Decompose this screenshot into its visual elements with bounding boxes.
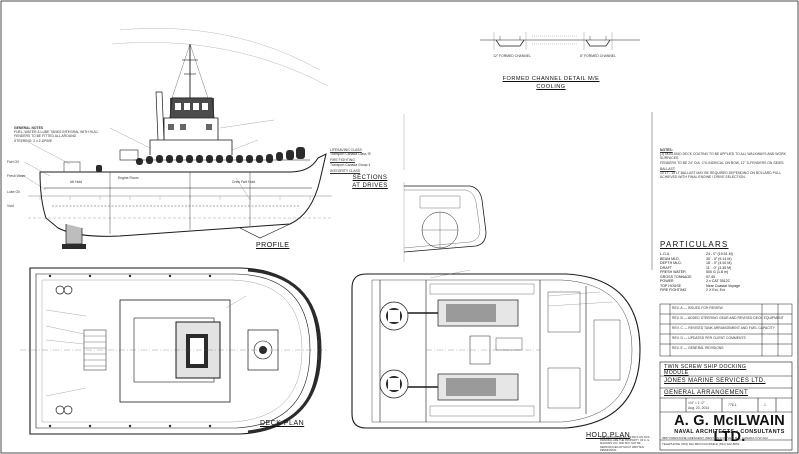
particulars-title: PARTICULARS	[660, 240, 729, 249]
profile-view	[23, 28, 332, 249]
particulars-value: 500 G (1.8 m)	[706, 270, 729, 274]
tank-label-lube: Lube Oil	[7, 190, 20, 194]
particulars-key: GROSS TONNAGE	[660, 274, 692, 279]
revision-row: REV. E — GENERAL REVISIONS	[672, 346, 724, 350]
profile-title: PROFILE	[256, 242, 290, 249]
classification-notes: LIFESAVING CLASS Transport Canada Class …	[330, 148, 371, 173]
deck-plan-view	[20, 267, 328, 435]
profile-note-line: FENDERS TO BE FITTED ALL AROUND	[14, 134, 77, 139]
notes-line: (1) NON-SKID DECK COATING TO BE APPLIED …	[660, 152, 786, 161]
class-line: Transport Canada Class 'B'	[330, 152, 372, 157]
revision-row: REV. C — REVISED TANK ARRANGEMENT AND FU…	[672, 326, 775, 330]
channel-right-label: 8" FORMED CHANNEL	[580, 54, 616, 58]
particulars-value: 30' - 0" (9.14 M)	[706, 256, 732, 261]
deck-plan-title: DECK PLAN	[260, 420, 305, 427]
notes-block: NOTES: (1) NON-SKID DECK COATING TO BE A…	[660, 148, 794, 179]
particulars-key: TOP HOUSE	[660, 283, 682, 288]
particulars-value: Near Coastal Voyage	[706, 283, 740, 288]
particulars-value: 2 X Ext. Ext	[706, 288, 725, 292]
drawing-scale: 1/4" = 1'-0"	[688, 401, 705, 405]
drawing-date: Aug. 20, 2014	[688, 406, 710, 410]
client-name: JONES MARINE SERVICES LTD.	[664, 378, 766, 384]
hold-plan-title: HOLD PLAN	[586, 432, 631, 439]
formed-channel-detail	[480, 32, 640, 50]
firm-contact: TELEPHONE (604) 922-8603 FACSIMILE (604)…	[662, 442, 740, 446]
project-title: TWIN SCREW SHIP DOCKING MODULE	[664, 364, 747, 376]
sections-at-drives	[403, 114, 487, 262]
revision-table	[659, 303, 793, 357]
notes-line: ACHIEVED WITH FINAL ENGINE / DRIVE SELEC…	[660, 175, 746, 180]
revision-row: REV. A — ISSUED FOR REVIEW	[672, 306, 723, 310]
hold-label-crew-fwd: Crew Fwd Hold	[232, 180, 256, 184]
tank-label-fuel: Fuel Oil	[7, 160, 19, 164]
drawing-number: 776-1	[728, 403, 737, 407]
sheet-number: 1	[764, 403, 766, 407]
particulars-value: 97.45	[706, 274, 715, 279]
particulars-key: DEPTH MLD.	[660, 261, 682, 265]
notes-line: 10 LT - 15 LT BALLAST MAY BE REQUIRED DE…	[660, 171, 782, 176]
hold-label-aft: Aft Hold	[70, 180, 83, 184]
particulars-value: 11' - 0" (3.35 M)	[706, 265, 732, 270]
formed-channel-title: FORMED CHANNEL DETAIL M/E COOLING	[502, 76, 600, 90]
class-line: INTEGRITY CLASS	[330, 168, 361, 173]
tank-label-water: Fresh Water	[7, 174, 26, 178]
class-line: LIFESAVING CLASS	[330, 148, 362, 152]
sections-title: SECTIONS AT DRIVES	[352, 175, 388, 189]
particulars-value: 2 x CAT 3512C	[706, 279, 731, 283]
profile-note-line: STEERING: 2 x Z-DRIVE	[14, 138, 53, 143]
particulars-key: FIRE FIGHTING	[660, 288, 687, 292]
hold-plan-view	[351, 269, 641, 429]
particulars-key: L.O.A.	[660, 252, 671, 256]
firm-subtitle: NAVAL ARCHITECTS · CONSULTANTS	[674, 429, 785, 435]
tank-label-void: Void	[7, 204, 14, 208]
channel-left-label: 12" FORMED CHANNEL	[493, 54, 531, 58]
firm-address: 3587 FIRESTONE CRESCENT, WEST VANCOUVER,…	[662, 436, 768, 440]
notes-line: FENDERS TO BE 24" DIA. CYLINDRICAL ON BO…	[660, 160, 785, 165]
particulars-value: 16' - 0" (4.92 M)	[706, 261, 732, 265]
profile-note-line: FUEL, WATER & LUBE TANKS INTEGRAL WITH H…	[14, 130, 99, 135]
profile-notes: GENERAL NOTES FUEL, WATER & LUBE TANKS I…	[14, 126, 118, 143]
particulars-key: FRESH WATER	[660, 270, 686, 274]
particulars-key: DRAFT	[660, 265, 672, 270]
drawing-disclaimer: THE DESIGN AND ALL DETAILS ON THIS DRAWI…	[600, 436, 650, 452]
hold-label-engine-room: Engine Room	[118, 176, 139, 180]
drawing-title: GENERAL ARRANGEMENT	[664, 390, 749, 396]
title-block-frame	[659, 361, 793, 451]
particulars-key: POWER	[660, 279, 674, 283]
class-line: Transport Canada Group 4	[330, 162, 371, 167]
notes-title: NOTES:	[660, 148, 673, 152]
notes-line: BALLAST:	[660, 166, 676, 171]
revision-row: REV. B — ADDED STEERING GEAR AND REVISED…	[672, 316, 784, 320]
class-line: FIRE FIGHTING	[330, 158, 355, 163]
firm-name: A. G. McILWAIN LTD.	[674, 413, 785, 445]
particulars-key: BEAM MLD.	[660, 256, 680, 261]
particulars-value: 24 - 0" (19.51 M)	[706, 252, 733, 256]
revision-row: REV. D — UPDATED PER CLIENT COMMENTS	[672, 336, 746, 340]
profile-notes-heading: GENERAL NOTES	[14, 126, 44, 130]
